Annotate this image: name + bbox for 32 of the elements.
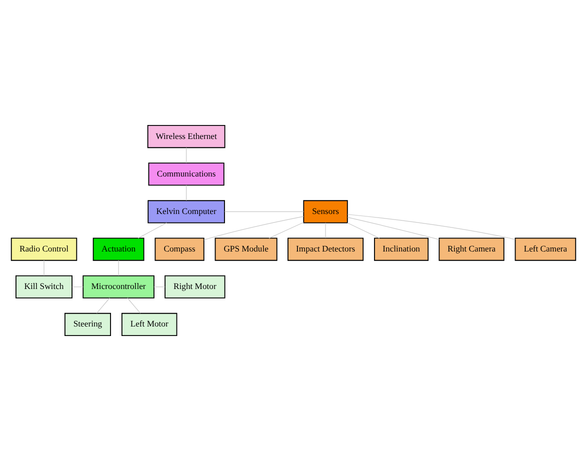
connector xyxy=(347,222,380,238)
node-box: Compass xyxy=(154,238,204,261)
node-box: Kelvin Computer xyxy=(148,200,225,224)
node-box: Kill Switch xyxy=(16,275,72,298)
connector xyxy=(154,286,166,288)
node-box: Impact Detectors xyxy=(288,238,364,261)
node-box: Sensors xyxy=(303,200,348,224)
connector xyxy=(127,298,141,314)
connector xyxy=(186,147,187,164)
node-box: Left Motor xyxy=(121,312,178,336)
connector xyxy=(347,214,516,240)
node-box: Wireless Ethernet xyxy=(147,125,226,148)
connector xyxy=(347,217,440,240)
node-box: Actuation xyxy=(92,238,144,261)
node-box: Left Camera xyxy=(514,238,576,261)
connector xyxy=(96,298,110,314)
connector xyxy=(268,222,304,238)
connector xyxy=(224,211,304,212)
node-box: Radio Control xyxy=(10,238,78,261)
connector xyxy=(204,216,304,240)
connector xyxy=(325,222,326,238)
node-box: Steering xyxy=(64,312,111,336)
node-box: Inclination xyxy=(374,238,429,261)
node-box: Communications xyxy=(148,162,224,186)
connector xyxy=(118,260,119,276)
connector xyxy=(186,184,187,201)
node-box: Microcontroller xyxy=(82,275,154,298)
node-box: Right Motor xyxy=(164,275,226,298)
node-box: GPS Module xyxy=(214,238,278,261)
connector xyxy=(138,222,168,238)
connector xyxy=(72,286,84,288)
node-box: Right Camera xyxy=(438,238,504,261)
